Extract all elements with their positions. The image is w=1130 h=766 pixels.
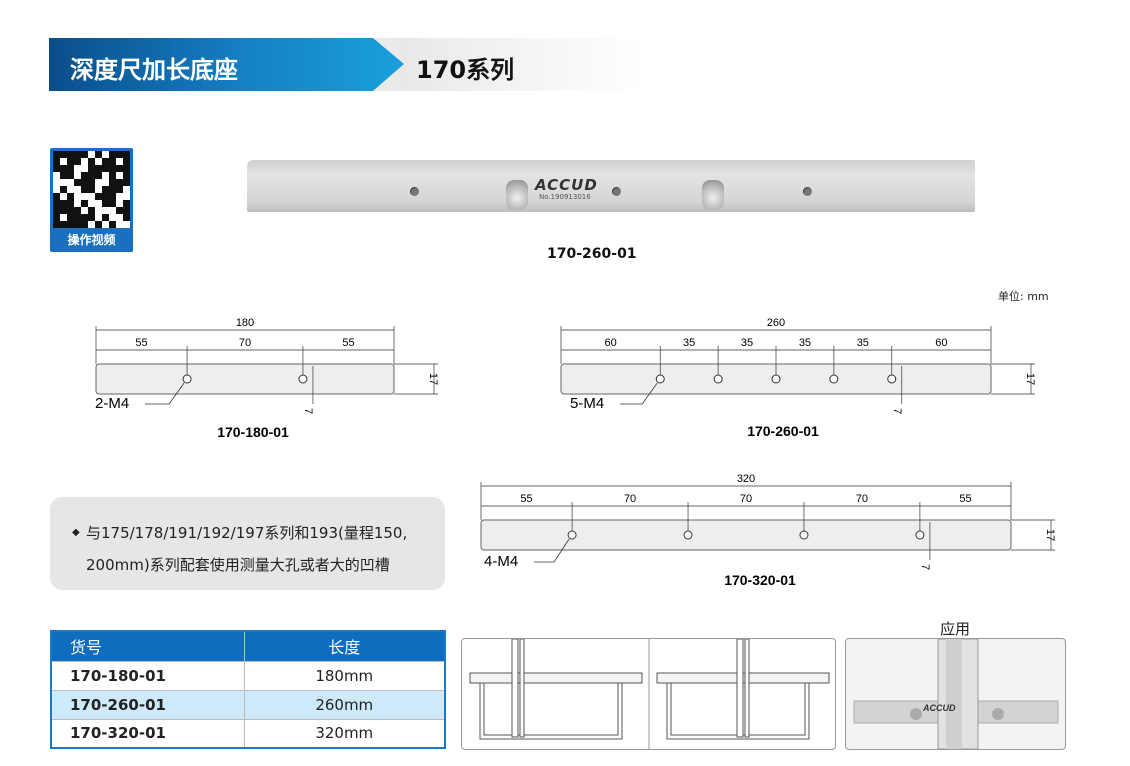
dimension-segment: 55 — [520, 493, 532, 505]
hole-icon — [182, 374, 192, 384]
leader-line — [145, 382, 185, 405]
dimension-segment: 70 — [740, 493, 752, 505]
dimension-height: 17 — [1044, 529, 1056, 541]
hole-icon — [803, 187, 812, 196]
brand-logo: ACCUD — [535, 176, 598, 194]
dimension-total: 260 — [767, 317, 785, 329]
thread-label: 5-M4 — [570, 395, 604, 412]
dimension-segment: 35 — [799, 337, 811, 349]
application-photo-svg: ACCUD — [853, 638, 1059, 750]
qr-code-icon — [53, 151, 130, 228]
application-label: 应用 — [940, 620, 971, 638]
hole-icon — [713, 374, 723, 384]
hole-icon — [915, 530, 925, 540]
header-banner-arrow — [49, 38, 404, 91]
product-photo: ACCUD No.190913016 — [247, 160, 975, 212]
dimension-segment: 35 — [741, 337, 753, 349]
cell-model: 170-180-01 — [51, 660, 245, 690]
dimension-segment: 70 — [856, 493, 868, 505]
thread-label: 2-M4 — [95, 395, 129, 412]
bolt-icon — [702, 180, 724, 210]
dimension-segment: 70 — [239, 337, 251, 349]
cell-length: 260mm — [244, 689, 445, 719]
dimension-height: 17 — [427, 373, 439, 385]
dimension-segment: 35 — [857, 337, 869, 349]
dimension-offset: 7 — [302, 408, 314, 414]
unit-label: 单位: mm — [998, 290, 1049, 303]
bullet-icon: ◆ — [72, 527, 80, 538]
leader-line — [534, 538, 570, 563]
qr-code-video[interactable]: 操作视频 — [50, 148, 133, 252]
cell-model: 170-260-01 — [51, 689, 245, 719]
drawing-bar — [480, 519, 1012, 551]
dimension-segment: 60 — [604, 337, 616, 349]
photo-model-label: 170-260-01 — [547, 246, 637, 262]
header-model: 货号 — [51, 631, 245, 661]
dimension-segment: 60 — [935, 337, 947, 349]
dimension-segment: 55 — [959, 493, 971, 505]
leader-line — [620, 382, 658, 405]
note-line-1: 与175/178/191/192/197系列和193(量程150, — [86, 524, 408, 542]
drawing-model-label: 170-260-01 — [747, 423, 819, 439]
hole-icon — [829, 374, 839, 384]
hole-icon — [298, 374, 308, 384]
usage-diagram — [461, 638, 836, 750]
note-line-2: 200mm)系列配套使用测量大孔或者大的凹槽 — [86, 556, 390, 574]
technical-drawings: 180 55 70 55 17 7 2-M4 170-180-01 260 60 35 35 35 35 6… — [95, 317, 1056, 588]
hole-icon — [567, 530, 577, 540]
usage-diagram-svg — [469, 638, 830, 749]
dimension-segment: 35 — [683, 337, 695, 349]
drawing-bar — [95, 363, 395, 395]
cell-length: 320mm — [244, 718, 445, 748]
application-logo: ACCUD — [922, 703, 956, 713]
page-title: 深度尺加长底座 — [70, 56, 238, 84]
hole-icon — [683, 530, 693, 540]
header-length: 长度 — [244, 631, 445, 661]
hole-icon — [410, 187, 419, 196]
cell-model: 170-320-01 — [51, 718, 245, 748]
bolt-icon — [506, 180, 528, 210]
hole-icon — [612, 187, 621, 196]
qr-caption: 操作视频 — [67, 233, 116, 247]
cell-length: 180mm — [244, 660, 445, 690]
dimension-offset: 7 — [891, 408, 903, 414]
drawing-model-label: 170-180-01 — [217, 424, 289, 440]
dimension-segment: 70 — [624, 493, 636, 505]
dimension-offset: 7 — [919, 564, 931, 570]
hole-icon — [771, 374, 781, 384]
dimension-segment: 55 — [135, 337, 147, 349]
dimension-height: 17 — [1024, 373, 1036, 385]
hole-icon — [799, 530, 809, 540]
application-photo: ACCUD — [845, 638, 1066, 750]
drawing-model-label: 170-320-01 — [724, 572, 796, 588]
note-box: ◆ 与175/178/191/192/197系列和193(量程150, 200mm… — [50, 497, 445, 590]
hole-icon — [887, 374, 897, 384]
serial-number: No.190913016 — [539, 193, 591, 201]
hole-icon — [655, 374, 665, 384]
dimension-segment: 55 — [342, 337, 354, 349]
series-title: 170系列 — [416, 56, 515, 84]
dimension-total: 320 — [737, 473, 755, 485]
dimension-total: 180 — [236, 317, 254, 329]
thread-label: 4-M4 — [484, 553, 518, 570]
